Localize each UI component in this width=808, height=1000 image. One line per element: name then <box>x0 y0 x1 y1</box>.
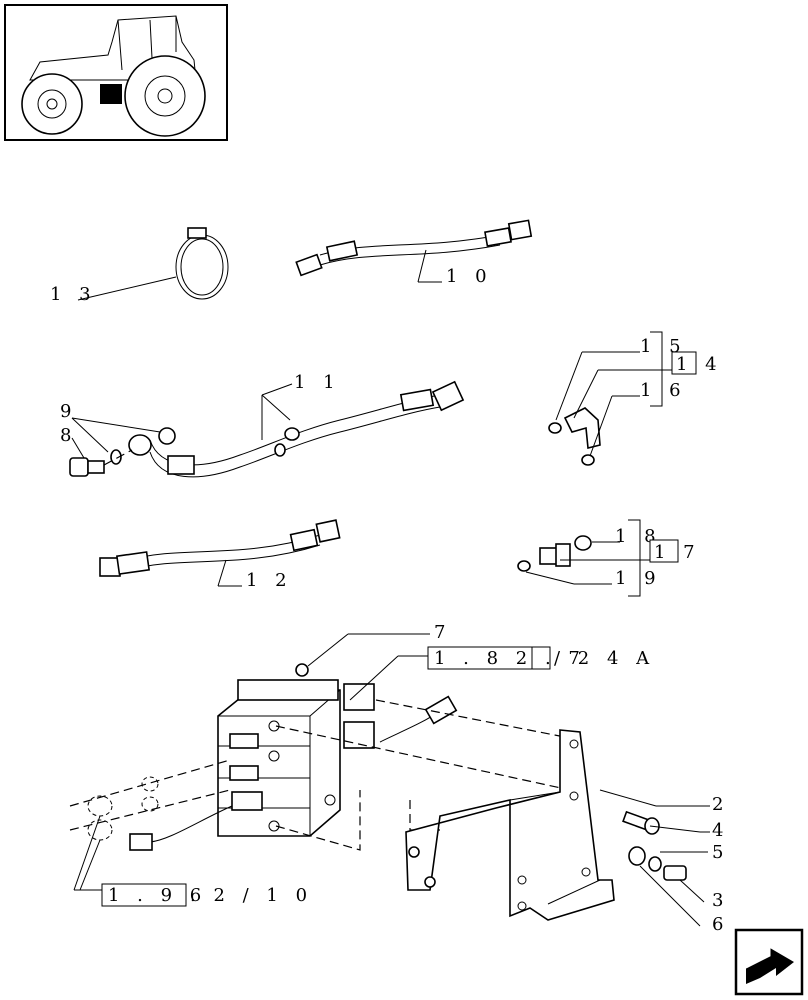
callout-14: 1 4 <box>676 354 723 375</box>
mounting-bracket <box>405 729 615 921</box>
callout-19: 1 9 <box>615 568 662 589</box>
callout-6: 6 <box>712 914 729 935</box>
callout-4: 4 <box>712 820 729 841</box>
callout-11: 1 1 <box>294 372 341 393</box>
hose-10: 1 0 <box>295 219 533 287</box>
callout-8: 8 <box>60 425 77 446</box>
callout-2: 2 <box>712 794 729 815</box>
callout-5: 5 <box>712 842 729 863</box>
hose-12: 1 2 <box>99 519 341 591</box>
elbow-fitting-14: 1 5 1 4 1 6 <box>548 331 723 466</box>
callout-16: 1 6 <box>640 380 687 401</box>
hose-11: 1 1 9 8 <box>60 372 465 478</box>
callout-18: 1 8 <box>615 526 662 547</box>
callout-15: 1 5 <box>640 336 687 357</box>
hose-clamp-13: 1 3 <box>50 227 229 305</box>
ref-1-82-7-suffix: / 2 4 A <box>554 648 655 669</box>
ref-1-82-7: 1 . 8 2 . 7 <box>434 648 586 669</box>
callout-3: 3 <box>712 890 729 911</box>
callout-13: 1 3 <box>50 284 97 305</box>
next-page-arrow-icon[interactable] <box>734 928 804 996</box>
ref-1-96-suffix: . 2 / 1 0 <box>190 885 313 906</box>
callout-7: 7 <box>434 622 451 643</box>
callout-12: 1 2 <box>246 570 293 591</box>
callout-17: 1 7 <box>654 542 701 563</box>
bolts-and-washers <box>622 810 687 881</box>
lower-callouts: 7 1 . 8 2 . 7 / 2 4 A 2 4 5 3 6 1 . 9 6 … <box>73 622 729 935</box>
callout-9: 9 <box>60 401 77 422</box>
valve-block-assembly <box>69 663 581 851</box>
straight-fitting-17: 1 8 1 7 1 9 <box>517 519 701 597</box>
tractor-thumbnail-icon <box>4 4 228 141</box>
ref-1-96: 1 . 9 6 <box>108 885 207 906</box>
callout-10: 1 0 <box>446 266 493 287</box>
